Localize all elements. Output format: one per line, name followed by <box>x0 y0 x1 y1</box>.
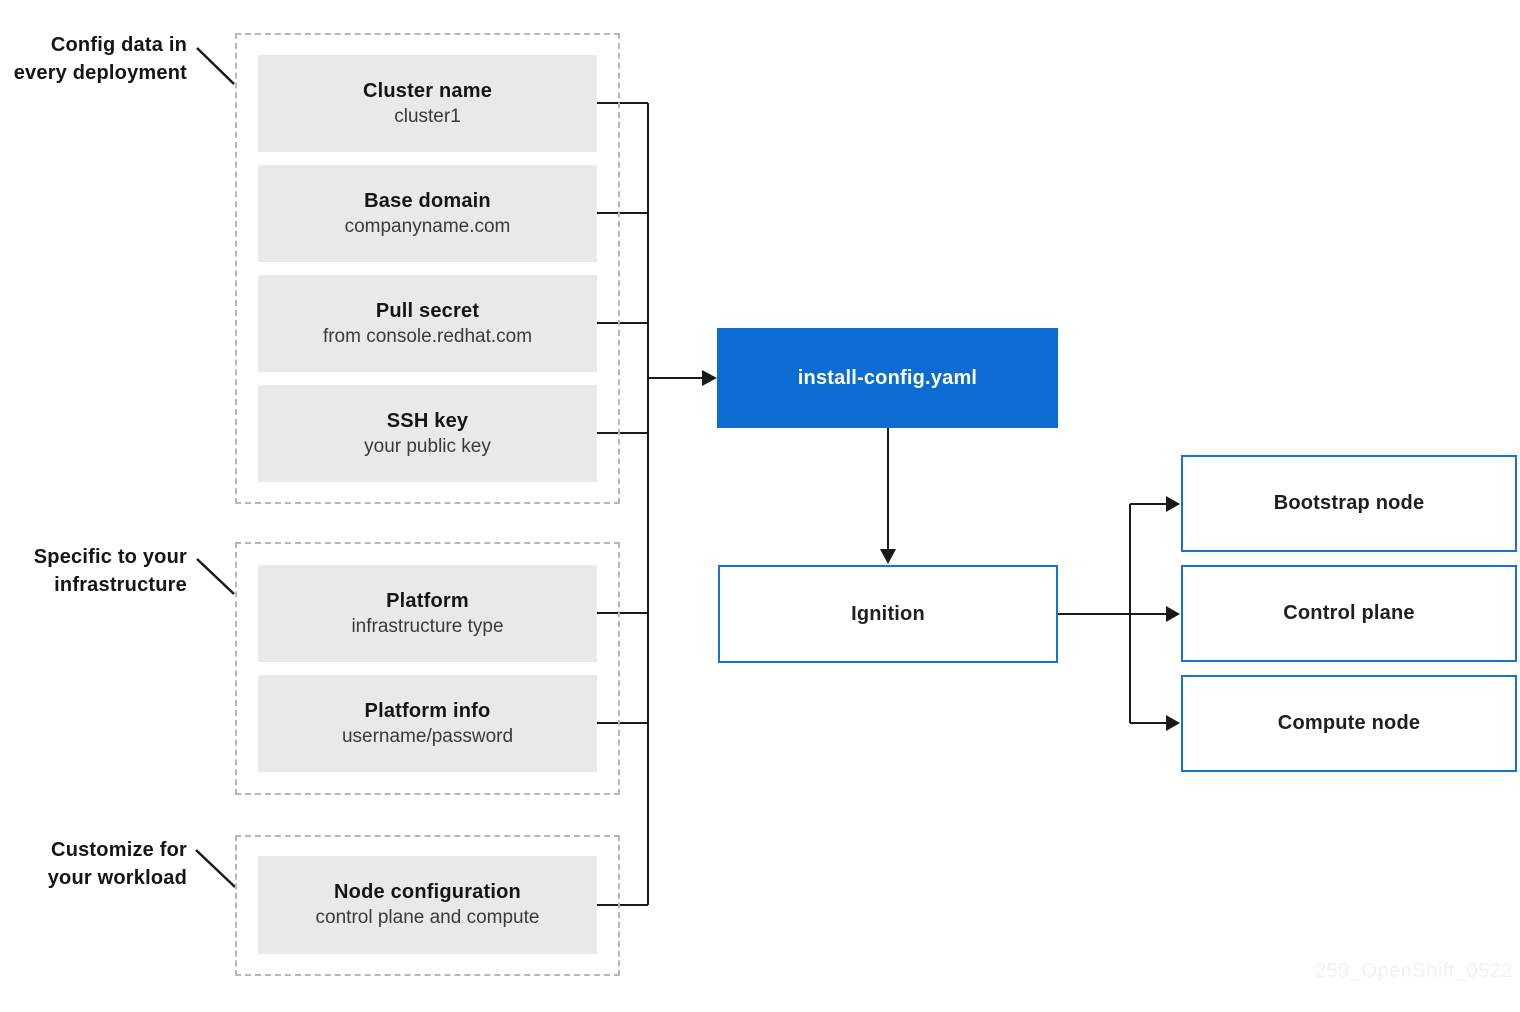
label-workload: Customize for your workload <box>0 836 187 892</box>
arrowhead-icon <box>1166 606 1180 622</box>
box-title: Platform <box>386 589 469 612</box>
label-line: your workload <box>47 867 187 889</box>
label-pointer-lines <box>195 47 236 888</box>
branch-lines <box>1058 503 1166 724</box>
control-plane-box: Control plane <box>1181 565 1517 662</box>
config-box-base-domain: Base domain companyname.com <box>258 165 597 262</box>
box-title: Cluster name <box>362 79 493 102</box>
node-label: Control plane <box>1283 602 1415 624</box>
box-title: Platform info <box>364 699 491 722</box>
config-box-platform-info: Platform info username/password <box>258 675 597 772</box>
box-subtitle: companyname.com <box>344 215 511 237</box>
config-box-platform: Platform infrastructure type <box>258 565 597 662</box>
config-box-node-configuration: Node configuration control plane and com… <box>258 856 597 954</box>
box-title: Base domain <box>364 189 491 212</box>
label-line: Customize for <box>51 839 187 861</box>
ignition-box: Ignition <box>718 565 1058 663</box>
config-box-ssh-key: SSH key your public key <box>258 385 597 482</box>
box-subtitle: from console.redhat.com <box>322 325 533 347</box>
compute-node-box: Compute node <box>1181 675 1517 772</box>
arrowhead-icon <box>880 549 896 564</box>
box-title: Pull secret <box>375 299 480 322</box>
box-subtitle: infrastructure type <box>351 615 504 637</box>
label-line: Config data in <box>50 34 187 56</box>
install-config-box: install-config.yaml <box>717 328 1058 428</box>
label-line: infrastructure <box>54 574 187 596</box>
config-box-pull-secret: Pull secret from console.redhat.com <box>258 275 597 372</box>
label-infrastructure: Specific to your infrastructure <box>0 543 187 599</box>
box-subtitle: cluster1 <box>394 105 461 127</box>
box-subtitle: your public key <box>364 435 491 457</box>
install-config-label: install-config.yaml <box>797 366 978 389</box>
box-subtitle: username/password <box>341 725 514 747</box>
label-config-data: Config data in every deployment <box>0 31 187 87</box>
arrowhead-icon <box>1166 496 1180 512</box>
ignition-label: Ignition <box>851 602 925 625</box>
group-config-data <box>235 33 620 504</box>
label-line: Specific to your <box>33 546 187 568</box>
arrowhead-icon <box>1166 715 1180 731</box>
box-subtitle: control plane and compute <box>315 907 540 928</box>
node-label: Compute node <box>1277 712 1421 734</box>
label-line: every deployment <box>13 62 187 84</box>
watermark-text: 259_OpenShift_0522 <box>1314 960 1513 982</box>
node-label: Bootstrap node <box>1273 492 1425 514</box>
box-title: Node configuration <box>334 881 521 903</box>
box-title: SSH key <box>386 409 469 432</box>
arrowhead-icon <box>702 370 717 386</box>
bootstrap-node-box: Bootstrap node <box>1181 455 1517 552</box>
config-box-cluster-name: Cluster name cluster1 <box>258 55 597 152</box>
group-workload <box>235 835 620 976</box>
group-infrastructure <box>235 542 620 795</box>
